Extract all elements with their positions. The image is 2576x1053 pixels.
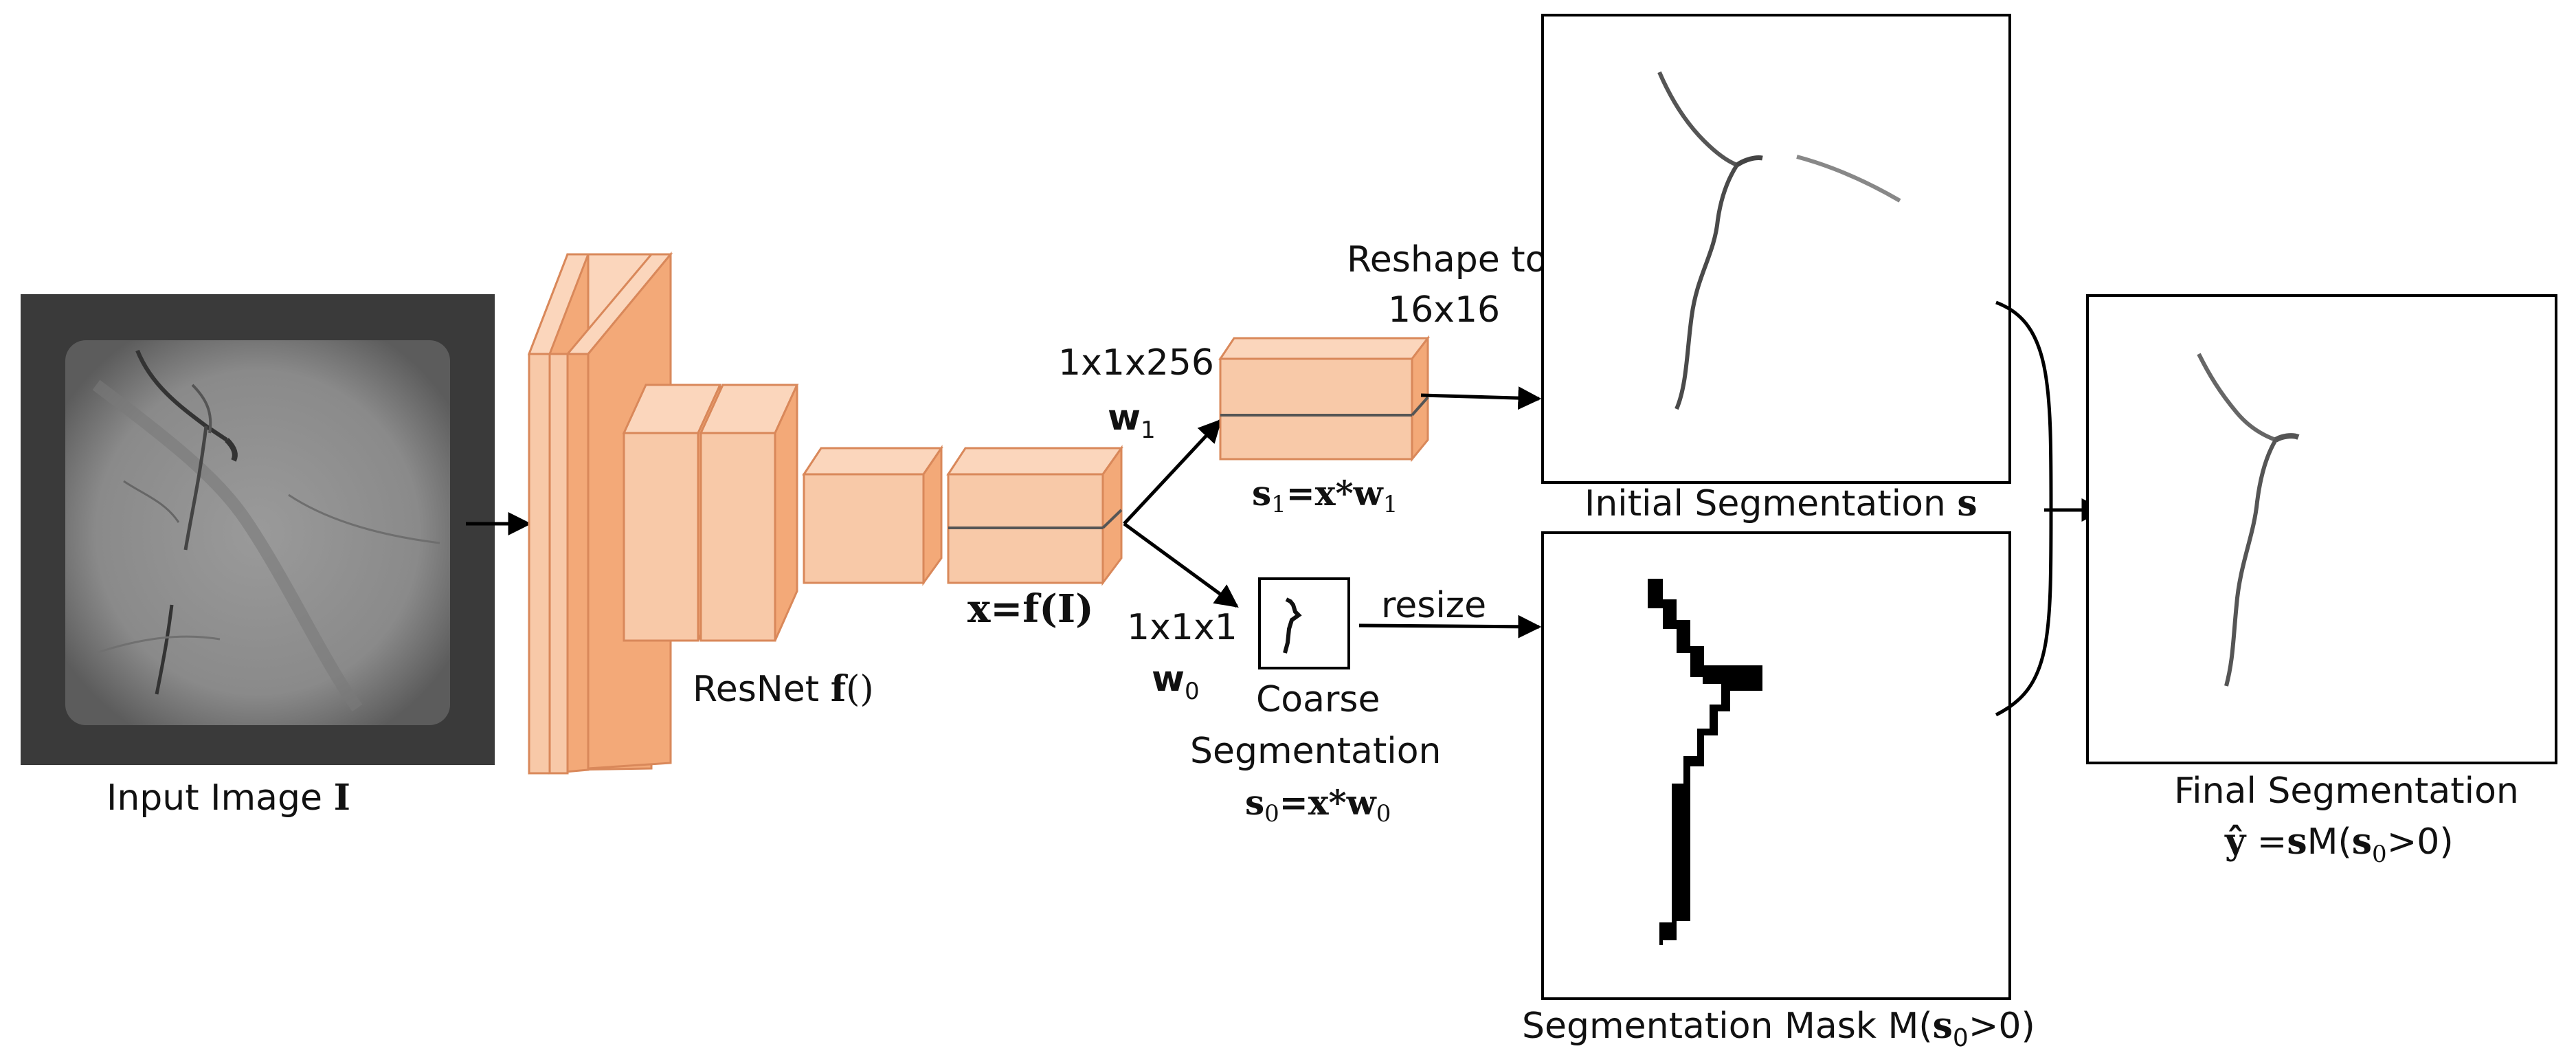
upper-weight-block (1218, 335, 1431, 463)
upper-branch-size: 1x1x256 (1058, 342, 1214, 384)
resnet-label: ResNet f() (693, 668, 874, 710)
resize-label: resize (1381, 585, 1486, 626)
features-label: x=f(I) (967, 586, 1094, 632)
coarse-segmentation-thumbnail (1258, 577, 1350, 669)
lower-result-formula: s0=x*w0 (1245, 782, 1391, 828)
final-segmentation-label: Final Segmentation (2174, 771, 2519, 812)
initial-segmentation-panel (1541, 14, 2011, 484)
lower-branch-size: 1x1x1 (1127, 607, 1237, 648)
arrow-to-initial-segmentation (1420, 386, 1542, 410)
coarse-label-line1: Coarse (1256, 679, 1380, 720)
input-image (21, 294, 495, 765)
final-segmentation-panel (2086, 294, 2557, 764)
upper-result-formula: s1=x*w1 (1252, 473, 1398, 518)
arrow-to-lower-branch (1123, 522, 1239, 608)
upper-weight-label: w1 (1108, 397, 1156, 444)
input-image-label: Input Image I (107, 777, 350, 819)
segmentation-mask-panel (1541, 531, 2011, 1000)
initial-segmentation-label: Initial Segmentation s (1584, 483, 1978, 524)
segmentation-mask-label: Segmentation Mask M(s0>0) (1522, 1005, 2035, 1052)
arrow-to-upper-branch (1123, 419, 1222, 525)
final-segmentation-formula: ŷ =sM(s0>0) (2224, 821, 2454, 868)
reshape-label-line2: 16x16 (1388, 289, 1500, 331)
coarse-label-line2: Segmentation (1190, 731, 1441, 772)
lower-weight-label: w0 (1152, 658, 1200, 705)
reshape-label-line1: Reshape to (1347, 239, 1547, 280)
arrow-resize (1358, 614, 1542, 639)
